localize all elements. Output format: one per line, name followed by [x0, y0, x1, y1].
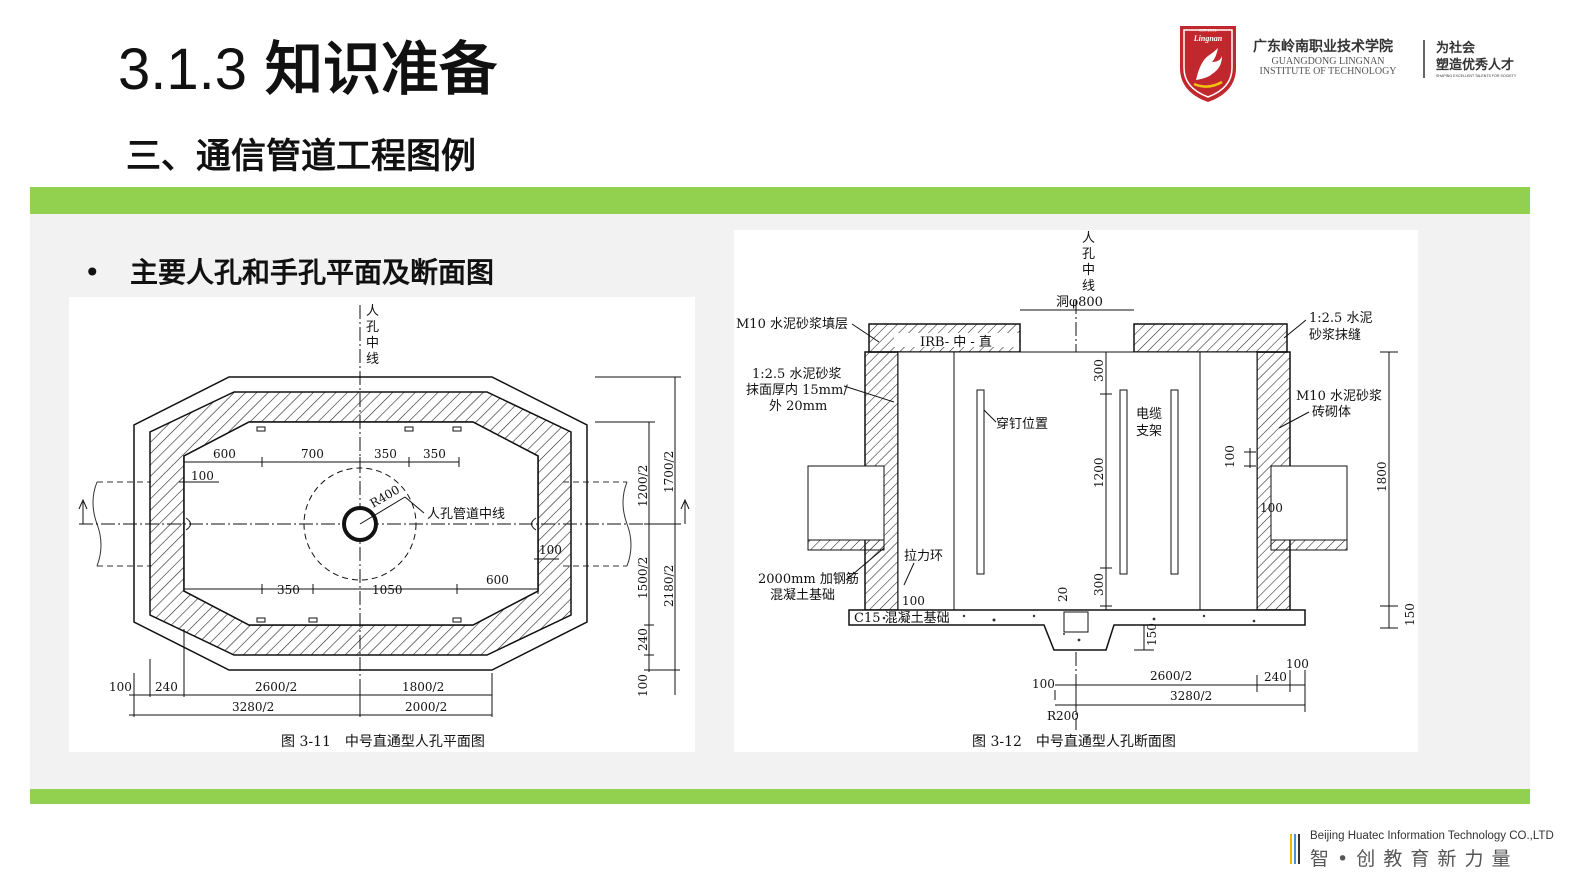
dim-v100: 100 — [1223, 445, 1237, 468]
dim-700: 700 — [301, 447, 324, 461]
dim-600-top: 600 — [213, 447, 236, 461]
dim-r200: R200 — [1047, 709, 1079, 723]
top-accent-bar — [30, 187, 1530, 214]
dim-bottom-100: 100 — [109, 680, 132, 694]
school-badge-icon: EST.2001 Lingnan 广东岭南职业技术学院 GUANGDONG LI… — [1180, 26, 1517, 102]
dim-v300-top: 300 — [1092, 359, 1106, 382]
motto-2: 塑造优秀人才 — [1436, 57, 1514, 73]
masonry-label-2: 砖砌体 — [1312, 405, 1351, 420]
school-name-cn: 广东岭南职业技术学院 — [1253, 38, 1393, 55]
fill-layer-label: M10 水泥砂浆填层 — [736, 317, 848, 332]
dim-v20: 20 — [1056, 587, 1070, 602]
badge-text: Lingnan — [1193, 34, 1223, 43]
joint-label-2: 砂浆抹缝 — [1309, 328, 1361, 343]
bullet-text: 主要人孔和手孔平面及断面图 — [130, 256, 495, 289]
cable-bracket-right — [1170, 389, 1179, 575]
dim-v150-right: 150 — [1403, 603, 1417, 626]
dim-v150-base: 150 — [1145, 623, 1159, 646]
bracket-label-1: 电缆 — [1136, 406, 1162, 422]
left-pipe — [807, 465, 885, 541]
dim-bottom-2600: 2600/2 — [255, 680, 297, 694]
plaster-label-2: 抹面厚内 15mm/ — [746, 382, 848, 398]
dim-right-2180: 2180/2 — [662, 565, 676, 607]
dim-bottom-2600: 2600/2 — [1150, 669, 1192, 683]
opening-label: 洞φ800 — [1056, 295, 1103, 310]
dim-bottom-240: 240 — [1264, 670, 1287, 684]
manhole-opening-circle — [303, 467, 417, 581]
centerline-char-1: 人 — [366, 304, 379, 319]
centerline-char-2: 孔 — [366, 320, 379, 335]
dim-h100-right: 100 — [1260, 501, 1283, 515]
plaster-label-3: 外 20mm — [769, 399, 827, 414]
nail-label: 穿钉位置 — [996, 416, 1048, 432]
slide-subtitle: 三、通信管道工程图例 — [126, 137, 477, 177]
dim-1050: 1050 — [372, 583, 403, 597]
dim-v300-bot: 300 — [1092, 573, 1106, 596]
motto-en: SHAPING EXCELLENT TALENTS FOR SOCIETY — [1436, 74, 1517, 78]
dim-100-b: 100 — [539, 543, 562, 557]
section-number: 3.1.3 — [118, 37, 247, 102]
dim-bottom-100-left: 100 — [1032, 677, 1055, 691]
footer-slogan: 智 • 创 教 育 新 力 量 — [1310, 848, 1512, 870]
school-name-en-2: INSTITUTE OF TECHNOLOGY — [1259, 66, 1396, 77]
dim-right-1200: 1200/2 — [636, 465, 650, 507]
dim-350-c: 350 — [277, 583, 300, 597]
dim-600-b: 600 — [486, 573, 509, 587]
masonry-label-1: M10 水泥砂浆 — [1296, 389, 1382, 404]
dim-right-1700: 1700/2 — [662, 451, 676, 493]
figure-right-caption: 图 3-12 中号直通型人孔断面图 — [972, 733, 1176, 750]
figure-section-view: 人 孔 中 线 洞φ800 IRB- 中 - 直 C15 混凝土基础 穿钉位置 … — [734, 230, 1418, 752]
sec-centerline-char-4: 线 — [1082, 279, 1095, 294]
rebar-label-2: 混凝土基础 — [770, 587, 835, 603]
dim-right-1500: 1500/2 — [636, 557, 650, 599]
motto-1: 为社会 — [1436, 40, 1476, 56]
figure-plan-view: R400 人孔管道中线 人 孔 中 线 600 700 350 350 100 … — [69, 297, 695, 752]
dim-bottom-3280: 3280/2 — [232, 700, 274, 714]
sec-centerline-char-1: 人 — [1082, 231, 1095, 246]
slide-title: 3.1.3 知识准备 — [118, 34, 497, 105]
dim-right-240: 240 — [636, 628, 650, 651]
footer-brand: Beijing Huatec Information Technology CO… — [1290, 830, 1560, 870]
dim-h100-base: 100 — [902, 594, 925, 608]
centerline-char-4: 线 — [366, 352, 379, 367]
section-title: 知识准备 — [265, 35, 498, 103]
dim-350-b: 350 — [423, 447, 446, 461]
dim-bottom-240: 240 — [155, 680, 178, 694]
badge-est: EST.2001 — [1199, 28, 1217, 33]
base-label: C15 混凝土基础 — [854, 610, 950, 626]
right-pipe — [1270, 465, 1348, 541]
dim-350-a: 350 — [374, 447, 397, 461]
school-name-en-1: GUANGDONG LINGNAN — [1271, 56, 1384, 67]
dim-right-100: 100 — [636, 674, 650, 697]
brand-bars-icon — [1290, 834, 1302, 864]
dim-bottom-100-right: 100 — [1286, 657, 1309, 671]
nail-bracket — [976, 389, 985, 575]
cable-bracket-left — [1119, 389, 1128, 575]
dim-v1200: 1200 — [1092, 457, 1106, 488]
pipe-centerline-label: 人孔管道中线 — [427, 507, 505, 522]
bracket-label-2: 支架 — [1136, 424, 1162, 439]
dim-bottom-1800: 1800/2 — [402, 680, 444, 694]
pull-ring-label: 拉力环 — [904, 549, 943, 564]
dim-bottom-2000: 2000/2 — [405, 700, 447, 714]
dim-v1800: 1800 — [1375, 461, 1389, 492]
sec-centerline-char-3: 中 — [1082, 263, 1095, 278]
centerline-char-3: 中 — [366, 336, 379, 351]
school-logo: EST.2001 Lingnan 广东岭南职业技术学院 GUANGDONG LI… — [1178, 22, 1543, 104]
sec-centerline-char-2: 孔 — [1082, 247, 1095, 262]
bullet-dot-icon: • — [84, 256, 101, 289]
rebar-label-1: 2000mm 加钢筋 — [758, 571, 859, 587]
irb-label: IRB- 中 - 直 — [920, 335, 992, 350]
plaster-label-1: 1:2.5 水泥砂浆 — [752, 367, 841, 382]
joint-label-1: 1:2.5 水泥 — [1309, 311, 1372, 326]
figure-left-caption: 图 3-11 中号直通型人孔平面图 — [281, 733, 485, 750]
footer-company: Beijing Huatec Information Technology CO… — [1310, 830, 1554, 842]
bottom-accent-bar — [30, 789, 1530, 804]
pipe-right — [563, 481, 632, 567]
dim-bottom-3280: 3280/2 — [1170, 689, 1212, 703]
outer-wall — [133, 376, 588, 671]
bullet-item: • 主要人孔和手孔平面及断面图 — [84, 254, 494, 292]
dim-100-a: 100 — [191, 469, 214, 483]
